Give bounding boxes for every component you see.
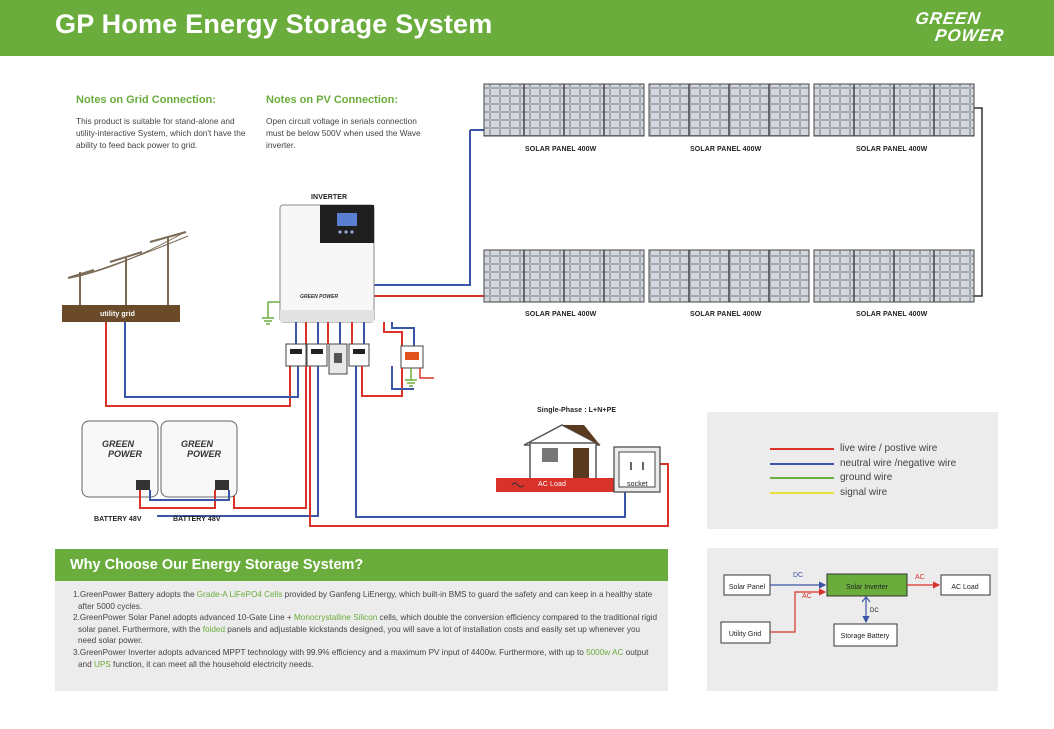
phase-label: Single-Phase : L+N+PE: [537, 407, 617, 414]
ac-load-bar: [496, 478, 614, 492]
pv-notes-title: Notes on PV Connection:: [266, 94, 398, 106]
battery-2: GREEN POWER: [160, 420, 238, 498]
wire-legend: [707, 412, 998, 529]
why-point-2: 2.GreenPower Solar Panel adopts advanced…: [73, 613, 658, 646]
solar-panel-row-top: [483, 83, 975, 137]
utility-grid-label: utility grid: [100, 311, 136, 318]
battery-label: BATTERY 48V: [94, 516, 142, 523]
flow-diagram-panel: [707, 548, 998, 691]
solar-panel-label: SOLAR PANEL 400W: [525, 311, 597, 318]
inverter-device: GREEN POWER: [279, 204, 375, 323]
header-bar: GP Home Energy Storage System GREEN POWE…: [0, 0, 1054, 56]
ac-load-label: AC Load: [538, 481, 566, 488]
why-point-1: 1.GreenPower Battery adopts the Grade-A …: [73, 590, 653, 611]
svg-text:GREEN: GREEN: [102, 439, 135, 449]
inverter-label: INVERTER: [311, 194, 348, 201]
grid-notes-title: Notes on Grid Connection:: [76, 94, 216, 106]
svg-text:POWER: POWER: [108, 449, 143, 459]
utility-grid-bar: [62, 305, 180, 322]
solar-panel-label: SOLAR PANEL 400W: [690, 146, 762, 153]
pv-notes-text: Open circuit voltage in serials connecti…: [266, 116, 421, 150]
socket-icon: [613, 446, 661, 493]
solar-panel-row-bottom: [483, 249, 975, 303]
breaker-group: [285, 343, 424, 375]
page-title: GP Home Energy Storage System: [55, 9, 493, 39]
house-icon: [523, 424, 601, 480]
battery-label: BATTERY 48V: [173, 516, 221, 523]
svg-text:GREEN: GREEN: [181, 439, 214, 449]
why-title: Why Choose Our Energy Storage System?: [70, 557, 364, 573]
utility-pole-icon: [67, 231, 189, 305]
solar-panel-label: SOLAR PANEL 400W: [525, 146, 597, 153]
ground-icon: [262, 301, 282, 325]
why-point-3: 3.GreenPower Inverter adopts advanced MP…: [73, 647, 649, 669]
svg-text:POWER: POWER: [187, 449, 222, 459]
system-diagram: GREEN POWER GREEN POWER: [62, 83, 983, 527]
why-header: Why Choose Our Energy Storage System?: [55, 549, 668, 581]
solar-panel-label: SOLAR PANEL 400W: [690, 311, 762, 318]
battery-1: GREEN POWER: [81, 420, 159, 498]
grid-notes-text: This product is suitable for stand-alone…: [76, 116, 246, 150]
socket-label: socket: [627, 481, 648, 488]
why-body: 1.GreenPower Battery adopts the Grade-A …: [73, 589, 658, 670]
inverter-brand: GREEN POWER: [300, 294, 338, 300]
solar-panel-label: SOLAR PANEL 400W: [856, 311, 928, 318]
solar-panel-label: SOLAR PANEL 400W: [856, 146, 928, 153]
